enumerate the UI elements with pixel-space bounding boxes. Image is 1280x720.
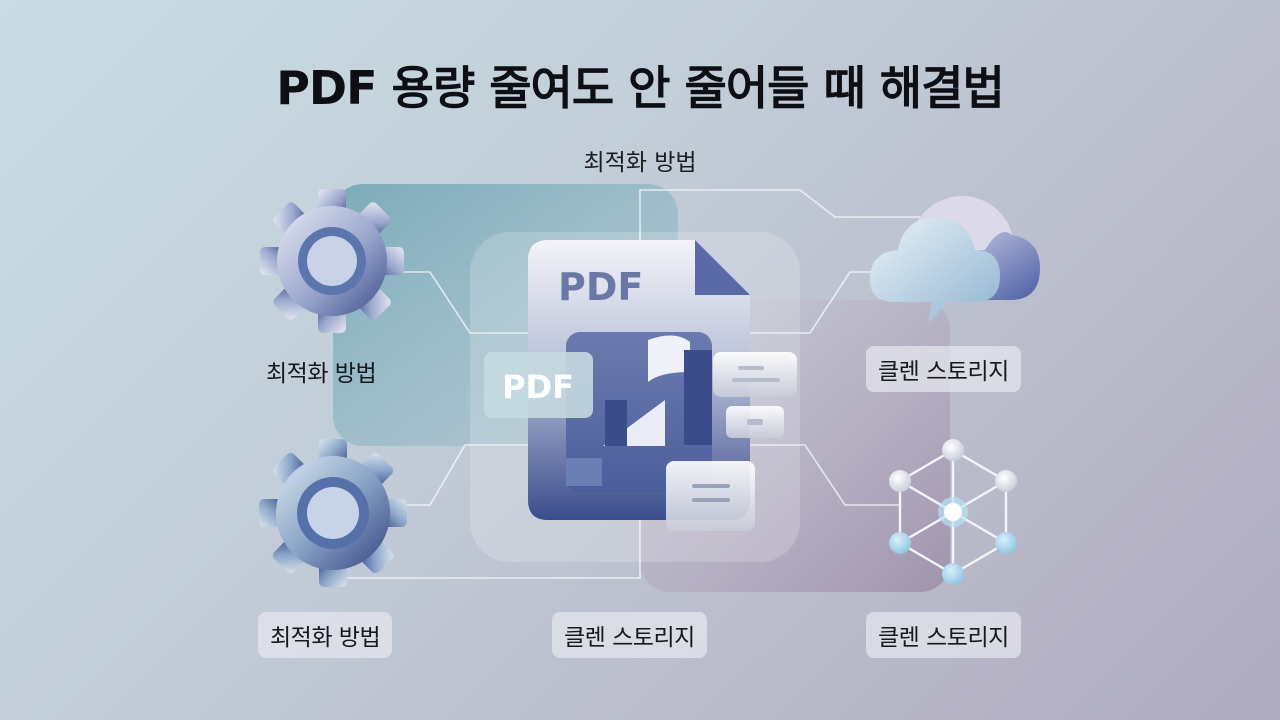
pdf-main-label: PDF bbox=[558, 265, 643, 309]
label-right-middle: 클렌 스토리지 bbox=[866, 346, 1021, 392]
cloud-icon bbox=[869, 196, 1040, 322]
text-card bbox=[726, 406, 784, 438]
label-center-bottom: 클렌 스토리지 bbox=[552, 612, 707, 658]
page-title: PDF 용량 줄여도 안 줄어들 때 해결법 bbox=[276, 61, 1005, 115]
pdf-badge: PDF bbox=[484, 352, 593, 418]
label-right-bottom: 클렌 스토리지 bbox=[866, 612, 1021, 658]
gear-icon bbox=[260, 189, 404, 333]
pdf-document-icon: PDF bbox=[528, 240, 750, 520]
text-card bbox=[713, 352, 797, 397]
label-left-bottom: 최적화 방법 bbox=[258, 612, 393, 658]
pdf-badge-label: PDF bbox=[502, 368, 574, 406]
gear-icon bbox=[259, 439, 407, 587]
top-label: 최적화 방법 bbox=[583, 150, 697, 176]
label-left-middle: 최적화 방법 bbox=[266, 361, 377, 387]
network-icon bbox=[889, 439, 1017, 585]
text-card bbox=[666, 461, 755, 531]
